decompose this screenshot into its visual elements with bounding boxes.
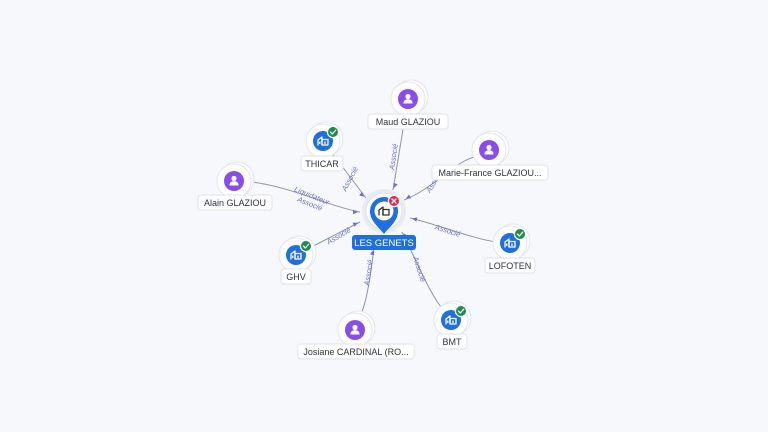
edge-label: Associé bbox=[362, 259, 375, 287]
node-josiane[interactable]: Josiane CARDINAL (RO... bbox=[297, 310, 415, 360]
edge-josiane: Associé bbox=[359, 247, 375, 317]
edge-line bbox=[409, 217, 497, 243]
node-label-text: Alain GLAZIOU bbox=[204, 198, 266, 208]
company-avatar bbox=[286, 245, 306, 265]
building-icon bbox=[378, 206, 390, 216]
center-node[interactable]: LES GENETS bbox=[352, 189, 416, 250]
building-icon bbox=[504, 238, 516, 248]
person-icon bbox=[403, 93, 413, 104]
node-label-text: GHV bbox=[286, 272, 306, 282]
building-icon bbox=[290, 250, 302, 260]
node-label: GHV bbox=[280, 268, 312, 285]
node-label: LOFOTEN bbox=[484, 257, 536, 274]
check-badge-icon bbox=[454, 304, 468, 318]
node-thicar[interactable]: THICAR bbox=[300, 121, 344, 172]
edge-label: Associé bbox=[324, 225, 352, 246]
edge-arrow-icon bbox=[370, 249, 375, 256]
check-badge-icon bbox=[326, 125, 340, 139]
node-label-text: BMT bbox=[443, 337, 463, 347]
check-badge-icon bbox=[299, 239, 313, 253]
edge-label: Associé bbox=[387, 143, 400, 171]
edge-lofoten: Associé bbox=[409, 217, 497, 243]
edge-label: Associé bbox=[433, 222, 462, 239]
node-label: Marie-France GLAZIOU... bbox=[431, 164, 549, 181]
building-icon bbox=[445, 315, 457, 325]
company-avatar bbox=[313, 131, 333, 151]
node-label-text: LOFOTEN bbox=[489, 261, 532, 271]
node-label-text: Marie-France GLAZIOU... bbox=[438, 168, 541, 178]
check-badge-icon bbox=[513, 227, 527, 241]
node-ghv[interactable]: GHV bbox=[278, 235, 317, 285]
company-avatar bbox=[441, 310, 461, 330]
edge-arrow-icon bbox=[353, 209, 358, 215]
edge-line bbox=[251, 181, 361, 213]
node-label-text: Josiane CARDINAL (RO... bbox=[303, 347, 408, 357]
node-label-text: THICAR bbox=[305, 159, 339, 169]
x-badge-icon bbox=[387, 194, 401, 208]
edge-arrow-icon bbox=[359, 191, 365, 197]
node-label: BMT bbox=[436, 333, 468, 350]
node-label: Alain GLAZIOU bbox=[197, 194, 273, 211]
person-icon bbox=[484, 144, 494, 155]
edge-arrow-icon bbox=[393, 182, 398, 189]
company-avatar bbox=[500, 233, 520, 253]
edge-arrow-icon bbox=[352, 222, 359, 227]
node-alain[interactable]: Alain GLAZIOU bbox=[197, 161, 273, 211]
node-maud[interactable]: Maud GLAZIOU bbox=[367, 79, 449, 130]
node-label: Josiane CARDINAL (RO... bbox=[297, 343, 415, 360]
person-icon bbox=[229, 175, 239, 186]
center-label: LES GENETS bbox=[352, 235, 416, 250]
center-label-text: LES GENETS bbox=[354, 238, 414, 249]
node-label-text: Maud GLAZIOU bbox=[376, 117, 441, 127]
node-mariefrance[interactable]: Marie-France GLAZIOU... bbox=[431, 130, 549, 181]
node-bmt[interactable]: BMT bbox=[433, 300, 472, 350]
node-label: Maud GLAZIOU bbox=[367, 113, 449, 130]
nodes-layer: Maud GLAZIOU THICAR Marie-France GLAZIOU..… bbox=[197, 79, 549, 360]
edge-arrow-icon bbox=[411, 217, 418, 222]
building-icon bbox=[317, 136, 329, 146]
node-label: THICAR bbox=[300, 155, 344, 172]
edge-label: Associé bbox=[411, 254, 428, 283]
edge-arrow-icon bbox=[405, 194, 412, 199]
person-icon bbox=[350, 324, 360, 335]
node-lofoten[interactable]: LOFOTEN bbox=[484, 223, 536, 274]
